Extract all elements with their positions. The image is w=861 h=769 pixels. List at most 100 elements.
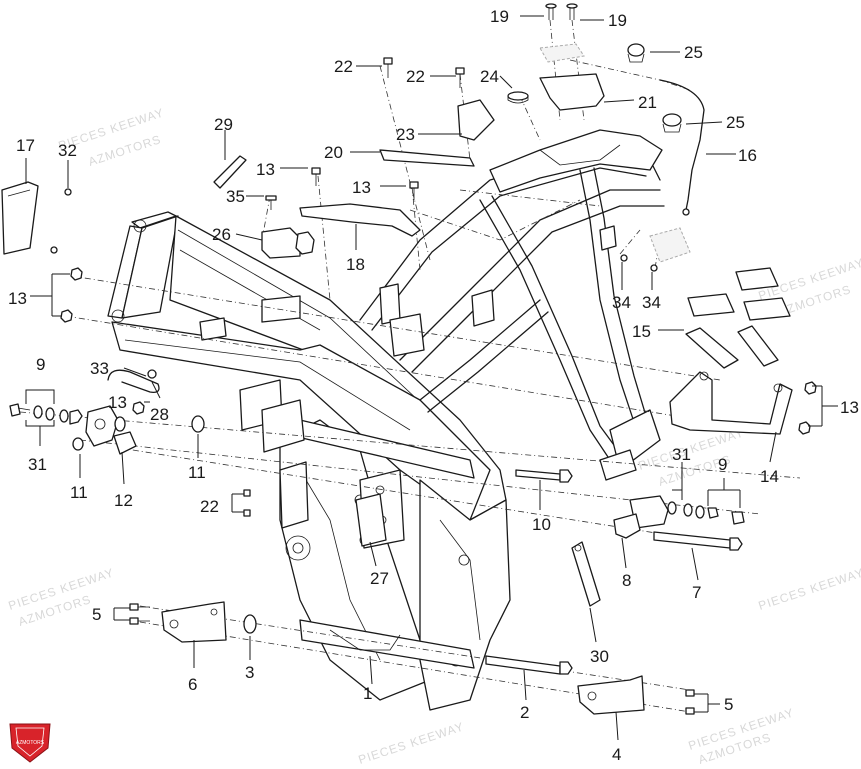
part-11-washer [114, 416, 126, 432]
part-17-cover-plate [1, 181, 39, 255]
part-28-washer [147, 369, 157, 379]
part-34-relay-ghost [649, 227, 691, 263]
part-10-bolt [515, 469, 573, 483]
callout-8: 8 [622, 571, 631, 590]
logo-text: AZMOTORS [16, 740, 45, 746]
part-30-strap [571, 541, 601, 607]
part-25-rubber-top [627, 43, 645, 63]
part-35-screw [265, 195, 277, 210]
leader-lines [25, 15, 838, 741]
callout-5: 5 [92, 605, 101, 624]
azmotors-logo: AZMOTORS [9, 723, 51, 763]
callout-22: 22 [334, 57, 353, 76]
part-27-bracket [355, 493, 387, 547]
part-11-washer [191, 415, 205, 433]
part-6-bracket [161, 601, 227, 643]
part-21-bracket [539, 73, 605, 111]
callout-13: 13 [352, 178, 371, 197]
part-29-strap [213, 155, 247, 189]
callout-12: 12 [114, 491, 133, 510]
callout-34: 34 [612, 293, 631, 312]
part-7-bolt [653, 531, 743, 551]
part-12-bracket [85, 405, 137, 455]
part-5-bolts-right [685, 689, 695, 715]
part-latch-ghost [539, 43, 585, 63]
callout-30: 30 [590, 647, 609, 666]
callout-28: 28 [150, 405, 169, 424]
part-13-nut-left [60, 267, 83, 323]
part-14-bracket [669, 371, 793, 435]
callout-7: 7 [692, 583, 701, 602]
part-9-31-right-stack [629, 495, 745, 529]
callout-1: 1 [363, 684, 372, 703]
watermark-text: PIECES KEEWAY [757, 565, 861, 612]
callout-25: 25 [726, 113, 745, 132]
callout-33: 33 [90, 359, 109, 378]
callout-13: 13 [256, 160, 275, 179]
callout-11: 11 [188, 463, 206, 482]
watermark-text: PIECES KEEWAY [357, 719, 466, 764]
callout-32: 32 [58, 141, 77, 160]
callout-5: 5 [724, 695, 733, 714]
part-32-screw [50, 246, 58, 254]
callout-6: 6 [188, 675, 197, 694]
callout-9: 9 [718, 455, 727, 474]
callout-9: 9 [36, 355, 45, 374]
part-5-bolts-left [129, 603, 150, 625]
callout-15: 15 [632, 322, 651, 341]
part-24-grommet [507, 91, 529, 104]
callout-10: 10 [532, 515, 551, 534]
part-22-bolts-top [383, 57, 465, 88]
callout-labels: 1 2 3 4 5 5 6 7 8 9 9 10 11 11 12 13 13 … [8, 7, 859, 764]
callout-14: 14 [760, 467, 779, 486]
callout-31: 31 [28, 455, 47, 474]
callout-19: 19 [490, 7, 509, 26]
callout-2: 2 [520, 703, 529, 722]
callout-22: 22 [200, 497, 219, 516]
part-26-bracket [261, 227, 315, 259]
callout-13: 13 [108, 393, 127, 412]
callout-16: 16 [738, 146, 757, 165]
callout-21: 21 [638, 93, 657, 112]
callout-25: 25 [684, 43, 703, 62]
callout-19: 19 [608, 11, 627, 30]
assembly-centerlines [19, 19, 801, 713]
callout-22: 22 [406, 67, 425, 86]
callout-34: 34 [642, 293, 661, 312]
part-13-nut-right [798, 381, 817, 435]
part-4-bracket [577, 675, 645, 715]
callout-26: 26 [212, 225, 231, 244]
callout-4: 4 [612, 745, 621, 764]
callout-29: 29 [214, 115, 233, 134]
callout-17: 17 [16, 136, 35, 155]
part-3-spacer [243, 614, 257, 634]
part-33-clip [107, 369, 160, 393]
callout-3: 3 [245, 663, 254, 682]
part-13-nut-mid [132, 401, 145, 415]
callout-13: 13 [840, 398, 859, 417]
part-25-rubber-lower [662, 113, 682, 133]
part-13-screws-upper [311, 167, 419, 200]
part-22-bolts-mid [243, 489, 251, 517]
part-2-rod [485, 655, 573, 675]
part-20-plate [379, 149, 475, 167]
callout-27: 27 [370, 569, 389, 588]
part-18-plate [299, 203, 421, 237]
part-32-screw [64, 188, 72, 196]
part-8-bracket [613, 513, 641, 539]
main-frame [107, 129, 665, 711]
callout-11: 11 [70, 483, 88, 502]
part-16-cable [659, 79, 705, 211]
callout-31: 31 [672, 445, 691, 464]
callout-35: 35 [226, 187, 245, 206]
callout-23: 23 [396, 125, 415, 144]
part-34-screw [620, 254, 628, 262]
part-34-screw [650, 264, 658, 272]
callout-24: 24 [480, 67, 499, 86]
callout-13: 13 [8, 289, 27, 308]
part-15-pads [685, 267, 791, 369]
part-19-bolts [545, 3, 578, 20]
part-23-bracket [457, 99, 495, 141]
part-9-31-left-stack [9, 403, 84, 451]
